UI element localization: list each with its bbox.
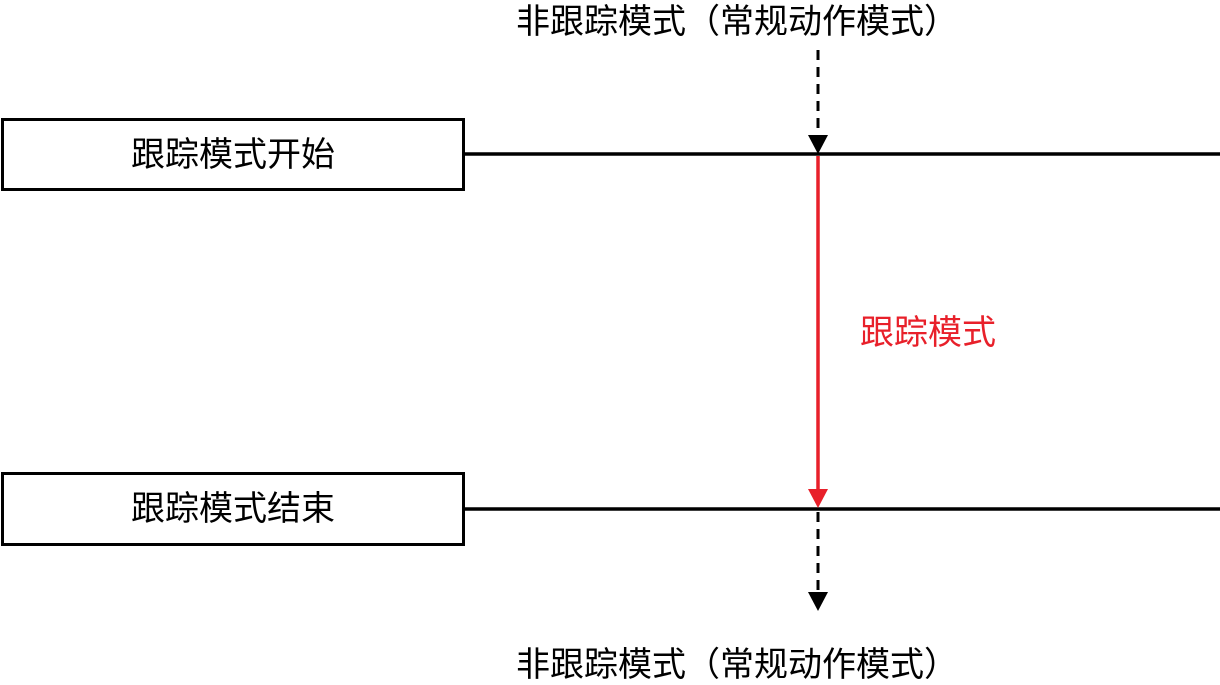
tracking-end-label: 跟踪模式结束 (131, 489, 335, 529)
bottom-mode-label: 非跟踪模式（常规动作模式） (516, 645, 958, 685)
tracking-start-label: 跟踪模式开始 (131, 134, 335, 175)
bottom-dashed-arrow-head (808, 592, 828, 611)
tracking-end-box: 跟踪模式结束 (1, 472, 465, 546)
tracking-mode-label: 跟踪模式 (860, 313, 996, 353)
top-mode-label: 非跟踪模式（常规动作模式） (516, 2, 958, 42)
tracking-start-box: 跟踪模式开始 (1, 118, 465, 191)
top-dashed-arrow-head (808, 135, 828, 154)
tracking-arrow-head (808, 489, 828, 508)
